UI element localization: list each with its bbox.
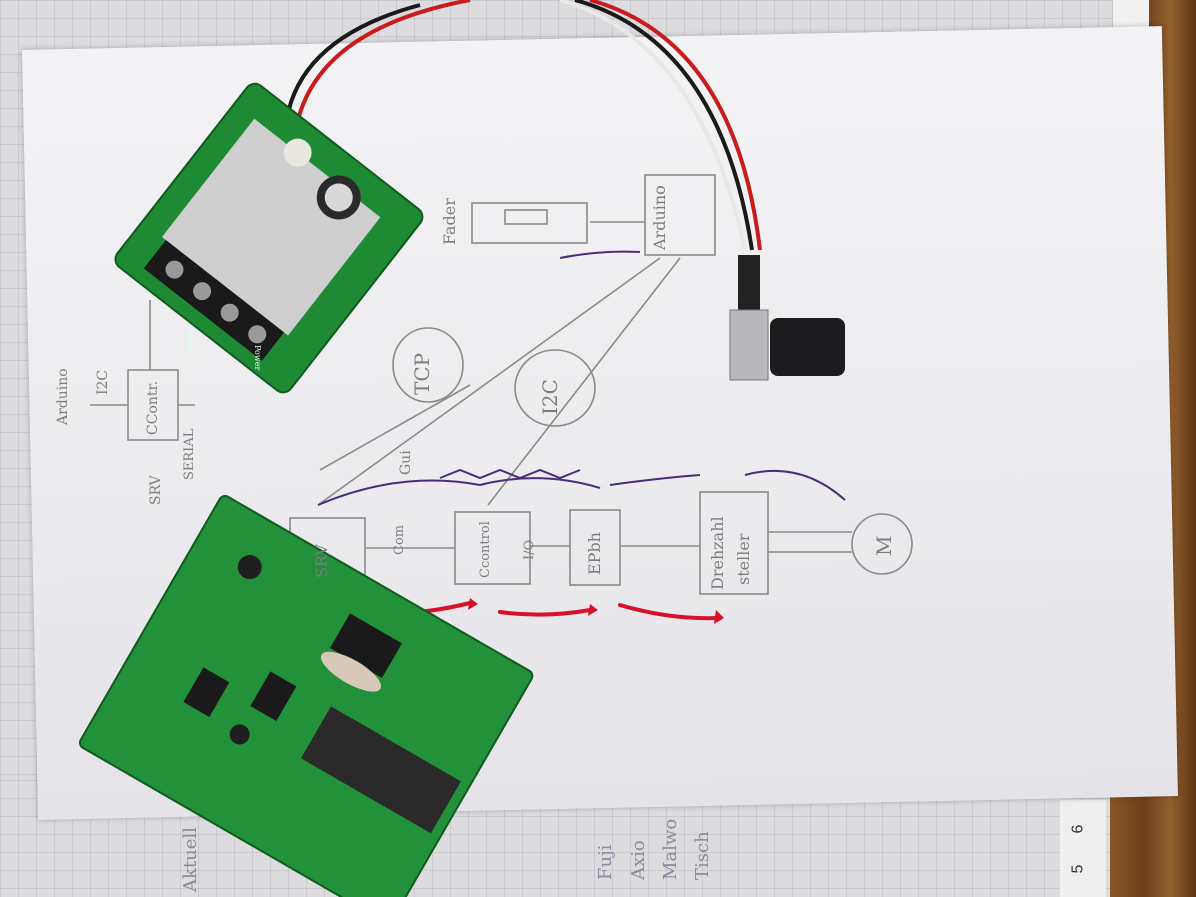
com-label: Com (392, 524, 407, 555)
pcb-motor-label: Motor (186, 330, 195, 355)
tcp-label: TCP (410, 352, 434, 395)
ruler-bottom (1060, 800, 1106, 897)
potentiometer (729, 255, 845, 381)
motor-circle (851, 513, 913, 575)
left-ccontr-label: CContr. (145, 380, 161, 435)
drehzahl-box (699, 491, 769, 595)
arduino-box (644, 174, 716, 256)
left-srv-label: SRV (148, 475, 164, 505)
gui-label: Gui (398, 450, 414, 475)
left-serial-label: SERIAL (182, 428, 197, 480)
drehzahl-label: Drehzahl (708, 516, 727, 590)
i2c-circle (514, 349, 596, 427)
bottom-pcb (78, 494, 534, 897)
io-label: I/O (522, 539, 537, 560)
arduino-label: Arduino (650, 185, 669, 250)
left-arduino-label: Arduino (55, 368, 71, 425)
fader-label: Fader (440, 198, 459, 245)
fader-box (471, 202, 588, 244)
tcp-circle (392, 327, 464, 403)
top-pcb (114, 82, 424, 394)
steller-label: steller (734, 533, 753, 585)
motor-label: M (872, 535, 896, 556)
ccontrol-label: Ccontrol (478, 521, 493, 578)
epbh-box (569, 509, 621, 586)
left-i2c-label: I2C (95, 369, 111, 395)
pcb-power-label: Power (253, 345, 262, 371)
i2c-label: I2C (538, 379, 562, 415)
srv-label: SRV (312, 544, 331, 578)
epbh-label: EPbh (585, 532, 604, 575)
